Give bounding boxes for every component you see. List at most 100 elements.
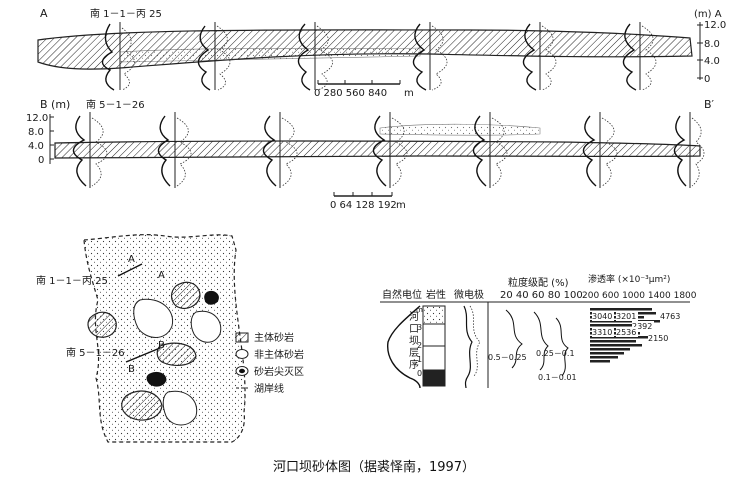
map-point-b2: B <box>158 340 165 351</box>
section-a-scale-unit: m <box>404 88 414 99</box>
non-main-sand-3 <box>162 390 198 426</box>
map-well-a-label: 南 1－1－丙 25 <box>36 274 108 287</box>
micro-log-curve-2 <box>469 305 481 377</box>
layer-3: 3 <box>417 323 422 332</box>
well-log-b5 <box>472 112 508 188</box>
non-main-sand-1 <box>133 298 174 338</box>
grain-annot-1: 0.5－0.25 <box>488 353 527 362</box>
well-log-b2 <box>157 112 192 188</box>
perm-ticks: 200 600 1000 1400 1800 <box>582 291 697 301</box>
grain-size-curves <box>505 309 569 377</box>
grain-curve-coarse <box>505 309 523 369</box>
seq-char-4: 层 <box>409 347 419 359</box>
well-log-a3 <box>297 22 333 91</box>
grain-annot-2: 0.25－0.1 <box>536 349 575 358</box>
grain-curve-fine <box>555 317 569 377</box>
well-log-b3 <box>262 112 298 188</box>
well-log-a1 <box>101 22 135 91</box>
grain-title: 粒度级配 (%) <box>508 276 569 289</box>
well-log-b6 <box>582 112 618 188</box>
sp-curve <box>387 305 421 389</box>
section-a-scale-bar: 0 280 560 840 m <box>314 80 414 99</box>
depth-unit-m: m <box>416 306 423 314</box>
section-a-tick-4: 0 <box>704 74 710 85</box>
legend-item-main-sand: 主体砂岩 <box>235 331 294 344</box>
figure-caption: 河口坝砂体图（据裘怿南，1997） <box>272 460 476 475</box>
well-log-a5 <box>522 22 557 91</box>
micro-log-curve <box>463 305 473 389</box>
lithology-column <box>422 305 446 387</box>
section-b-scale-values: 0 64 128 192 <box>330 200 397 211</box>
grain-ticks: 20 40 60 80 100 <box>500 290 583 301</box>
legend-label-pinch-out: 砂岩尖灭区 <box>254 365 304 378</box>
legend-item-shoreline: 湖岸线 <box>236 382 284 395</box>
legend-item-non-main-sand: 非主体砂岩 <box>235 348 304 361</box>
perm-value-3: 4763 <box>660 312 680 321</box>
legend-label-main-sand: 主体砂岩 <box>254 331 294 344</box>
main-sand-lens-3 <box>121 390 163 421</box>
well-log-b1 <box>72 112 108 188</box>
main-sand-lens-1 <box>87 311 117 338</box>
seq-char-1: 河 <box>409 311 419 323</box>
perm-value-1: 3040 <box>592 312 612 321</box>
legend-label-shoreline: 湖岸线 <box>254 382 284 395</box>
section-b-tick-2: 8.0 <box>28 127 44 138</box>
well-log-b4 <box>372 112 408 188</box>
map-well-b-label: 南 5－1－26 <box>66 346 125 359</box>
log-col-lith-label: 岩性 <box>426 288 446 301</box>
log-panel: 自然电位 岩性 微电极 粒度级配 (%) 20 40 60 80 100 渗透率… <box>380 273 697 389</box>
perm-value-2: 3201 <box>616 312 636 321</box>
sequence-vertical-label: 河 口 坝 层 序 <box>409 311 419 371</box>
section-line-b <box>125 347 161 363</box>
section-b-scale-unit: m <box>396 200 406 211</box>
section-a-unit-label: (m) A <box>694 9 722 20</box>
perm-value-5: 3310 <box>592 328 612 337</box>
layer-0: 0 <box>417 369 422 378</box>
legend-item-pinch-out: 砂岩尖灭区 <box>235 365 304 378</box>
grain-curve-medium <box>533 311 549 371</box>
well-log-b7 <box>673 112 705 188</box>
seq-char-5: 序 <box>409 358 419 371</box>
main-sand-lens-2 <box>170 281 201 309</box>
map-point-b1: B <box>128 364 135 375</box>
section-b-scale-bar: 0 64 128 192 m <box>330 192 406 211</box>
section-a-thin-sand <box>119 47 421 63</box>
grain-annot-3: 0.1－0.01 <box>538 373 577 382</box>
legend-hatch-swatch <box>235 332 249 343</box>
section-b-upper-sand <box>379 123 541 136</box>
perm-title: 渗透率 (×10⁻³μm²) <box>588 273 670 285</box>
perm-value-4: 2392 <box>632 322 652 331</box>
section-a-well-label: 南 1－1－丙 25 <box>90 7 162 20</box>
section-b-tick-4: 0 <box>38 155 44 166</box>
section-a: A 南 1－1－丙 25 (m) A 12.0 8.0 4.0 0 <box>37 7 726 99</box>
legend-label-non-main-sand: 非主体砂岩 <box>254 348 304 361</box>
permeability-values: 3040 3201 4763 2392 3310 2536 2150 <box>592 311 682 343</box>
well-log-a4 <box>412 22 448 91</box>
section-a-left-label: A <box>40 7 48 20</box>
legend-outline-swatch <box>235 349 249 359</box>
legend-lens-swatch <box>239 368 245 374</box>
section-a-tick-2: 8.0 <box>704 39 720 50</box>
perm-value-6: 2536 <box>616 328 636 337</box>
seq-char-2: 口 <box>409 324 419 335</box>
section-b: B (m) 南 5－1－26 B′ 12.0 8.0 4.0 0 <box>26 98 715 211</box>
section-a-well-logs <box>101 22 657 91</box>
map-point-a1: A <box>128 254 135 265</box>
layer-2: 2 <box>417 341 422 350</box>
depth-layer-numbers: m 3 2 1 0 <box>416 306 423 378</box>
non-main-sand-2 <box>190 310 222 343</box>
map-legend: 主体砂岩 非主体砂岩 砂岩尖灭区 湖岸线 <box>235 331 304 395</box>
log-col-sp-label: 自然电位 <box>382 288 422 301</box>
section-line-a <box>117 263 143 277</box>
perm-value-7: 2150 <box>648 334 668 343</box>
sand-body-map: 南 1－1－丙 25 南 5－1－26 A A B B <box>36 234 246 443</box>
section-a-tick-1: 12.0 <box>704 20 726 31</box>
section-b-tick-3: 4.0 <box>28 141 44 152</box>
pinch-out-lens-1 <box>146 371 167 387</box>
layer-1: 1 <box>417 355 422 364</box>
well-log-a2 <box>197 22 231 91</box>
section-a-tick-3: 4.0 <box>704 56 720 67</box>
section-b-well-logs <box>72 112 705 188</box>
section-b-main-sand-body <box>54 140 701 159</box>
